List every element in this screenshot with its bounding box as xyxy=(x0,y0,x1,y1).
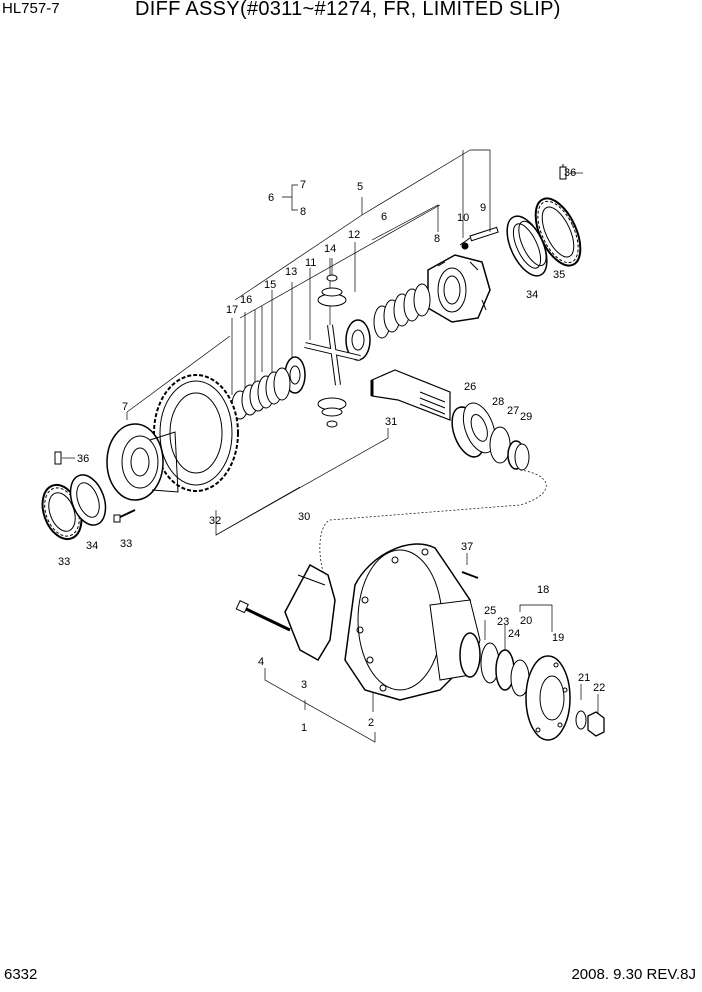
callout-34: 34 xyxy=(526,289,538,301)
callout-12: 12 xyxy=(348,229,360,241)
side-gear-12 xyxy=(345,319,371,361)
bearing-34-top xyxy=(506,215,548,277)
bearing-cap-3 xyxy=(284,563,336,662)
part-drawings xyxy=(41,164,605,741)
callout-1: 1 xyxy=(301,722,307,734)
nut-22 xyxy=(587,711,605,737)
callout-2: 2 xyxy=(368,717,374,729)
callout-35: 35 xyxy=(553,269,565,281)
ring-gear-32 xyxy=(153,374,239,492)
callout-29: 29 xyxy=(520,411,532,423)
callout-27: 27 xyxy=(507,405,519,417)
callout-6: 6 xyxy=(268,192,274,204)
bearing-26 xyxy=(451,402,496,458)
washer-21 xyxy=(575,710,587,730)
callout-18: 18 xyxy=(537,584,549,596)
callout-7: 7 xyxy=(300,179,306,191)
model-code: HL757-7 xyxy=(2,0,60,17)
bolt-37 xyxy=(461,571,479,579)
callout-26: 26 xyxy=(464,381,476,393)
revision-date: 2008. 9.30 REV.8J xyxy=(571,966,696,983)
callout-24: 24 xyxy=(508,628,520,640)
carrier-housing-2 xyxy=(344,543,481,701)
callout-23: 23 xyxy=(497,616,509,628)
callout-30: 30 xyxy=(298,511,310,523)
callout-11: 11 xyxy=(305,257,316,269)
callout-21: 21 xyxy=(578,672,590,684)
callout-14: 14 xyxy=(324,243,336,255)
callout-5: 5 xyxy=(357,181,363,193)
callout-32: 32 xyxy=(209,515,221,527)
bolt-4 xyxy=(235,600,291,632)
callout-19: 19 xyxy=(552,632,564,644)
callout-37: 37 xyxy=(461,541,473,553)
page-title: DIFF ASSY(#0311~#1274, FR, LIMITED SLIP) xyxy=(135,0,561,20)
pinion-gear-14-top xyxy=(317,274,347,307)
diff-case-8-right xyxy=(427,254,491,323)
pin-36-left xyxy=(54,451,62,465)
right-disc-stack xyxy=(373,283,431,339)
callout-36: 36 xyxy=(564,167,576,179)
pinion-gear-14-bottom xyxy=(317,397,347,428)
diff-case-7-left xyxy=(106,423,179,501)
bolt-33 xyxy=(113,509,136,523)
callout-28: 28 xyxy=(492,396,504,408)
callout-36-b: 36 xyxy=(77,453,89,465)
callout-33-b: 33 xyxy=(58,556,70,568)
callout-33: 33 xyxy=(120,538,132,550)
oring-27-29 xyxy=(507,440,530,471)
callout-15: 15 xyxy=(264,279,276,291)
callout-labels: 36 6 7 8 5 9 10 6 12 8 14 11 13 15 35 34… xyxy=(58,167,605,734)
callout-4: 4 xyxy=(258,656,264,668)
bearing-34-left xyxy=(69,474,107,526)
callout-20: 20 xyxy=(520,615,532,627)
callout-25: 25 xyxy=(484,605,496,617)
callout-17: 17 xyxy=(226,304,238,316)
callout-8-b: 8 xyxy=(434,233,440,245)
spacer-28 xyxy=(489,426,511,464)
flange-19 xyxy=(525,655,571,741)
bolt-9-washer-10 xyxy=(459,226,499,250)
callout-13: 13 xyxy=(285,266,297,278)
callout-3: 3 xyxy=(301,679,307,691)
callout-22: 22 xyxy=(593,682,605,694)
callout-10: 10 xyxy=(457,212,469,224)
callout-34-b: 34 xyxy=(86,540,98,552)
callout-6-b: 6 xyxy=(381,211,387,223)
pin-36-top xyxy=(559,164,567,180)
page-number: 6332 xyxy=(4,966,38,983)
callout-31: 31 xyxy=(385,416,397,428)
callout-16: 16 xyxy=(240,294,252,306)
seal-25 xyxy=(459,632,481,678)
callout-9: 9 xyxy=(480,202,486,214)
left-disc-stack xyxy=(231,367,291,420)
spider-11 xyxy=(304,324,361,386)
leader-lines xyxy=(62,149,599,743)
callout-7-b: 7 xyxy=(122,401,128,413)
callout-8: 8 xyxy=(300,206,306,218)
drive-pinion-31 xyxy=(370,369,451,421)
